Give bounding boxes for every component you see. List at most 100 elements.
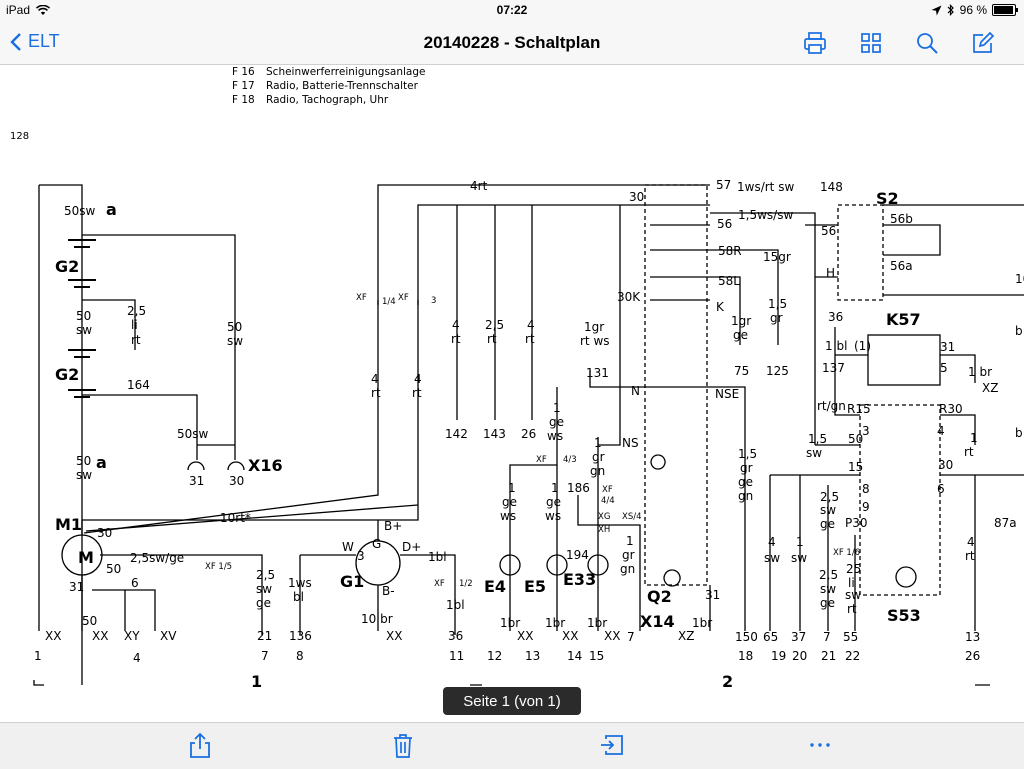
wire-label: B+	[384, 519, 402, 533]
wire-label: 8	[862, 482, 870, 496]
wire-label: G	[372, 537, 381, 551]
status-right: 96 %	[931, 3, 1018, 17]
navigation-bar: ELT 20140228 - Schaltplan	[0, 22, 1024, 65]
wire-label: R15	[847, 402, 871, 416]
wire-label: 1br	[545, 616, 565, 630]
wire-label: 50	[227, 320, 242, 334]
wire-label: B-	[382, 584, 395, 598]
status-time: 07:22	[496, 3, 528, 17]
wire-label: 13	[965, 630, 980, 644]
wire-label: R30	[939, 402, 963, 416]
wire-label: 1/2	[459, 579, 473, 589]
wire-label: 20	[792, 649, 807, 663]
wire-label: 4	[527, 318, 535, 332]
wire-label: ge	[502, 495, 517, 509]
wire-label: sw	[820, 582, 836, 596]
trash-icon[interactable]	[389, 731, 417, 759]
wire-label: 4	[414, 372, 422, 386]
wire-label: X16	[248, 456, 283, 475]
wire-label: ws	[547, 429, 563, 443]
wire-label: gn	[738, 489, 753, 503]
wire-label: XV	[160, 629, 177, 643]
battery-icon	[992, 4, 1018, 16]
wire-label: 5	[940, 361, 948, 375]
wire-label: sw	[806, 446, 822, 460]
wire-label: XF	[536, 455, 547, 465]
wire-label: 1br	[692, 616, 712, 630]
wire-label: gr	[770, 311, 783, 325]
more-icon[interactable]	[806, 731, 834, 759]
fuse-text: Scheinwerferreinigungsanlage	[266, 66, 426, 78]
edit-icon[interactable]	[970, 30, 996, 56]
wire-label: 25	[846, 562, 861, 576]
wire-label: W	[342, 540, 354, 554]
wire-label: 31	[189, 474, 204, 488]
wire-label: 194	[566, 548, 589, 562]
wire-label: 50sw	[177, 427, 209, 441]
wire-label: G2	[55, 257, 79, 276]
grid-icon[interactable]	[858, 30, 884, 56]
wire-label: 4	[452, 318, 460, 332]
wire-label: 1,5	[738, 447, 757, 461]
wire-label: ge	[733, 328, 748, 342]
wire-label: 36	[828, 310, 843, 324]
wire-label: 1/4	[382, 297, 396, 307]
wire-label: 4rt	[470, 179, 488, 193]
printer-icon[interactable]	[802, 30, 828, 56]
wire-label: rt	[965, 549, 975, 563]
wire-label: 50	[76, 309, 91, 323]
fuse-code: F 18	[232, 94, 255, 106]
wire-label: 26	[521, 427, 536, 441]
wire-label: ge	[820, 517, 835, 531]
wire-label: gr	[740, 461, 753, 475]
wire-label: XF	[356, 293, 367, 303]
wire-label: sw	[76, 323, 92, 337]
wire-label: 1,5	[768, 297, 787, 311]
wire-label: XG	[598, 512, 610, 522]
wire-label: 13	[525, 649, 540, 663]
wire-label: 136	[289, 629, 312, 643]
wire-label: bl	[293, 590, 304, 604]
wire-label: sw	[764, 551, 780, 565]
share-icon[interactable]	[186, 731, 214, 759]
wire-label: 1br	[587, 616, 607, 630]
wire-label: XF 1/5	[205, 562, 232, 572]
wire-label: 7	[627, 630, 635, 644]
page-number: 128	[10, 131, 29, 142]
wire-label: rt/gn	[817, 399, 846, 413]
wire-label: 7	[823, 630, 831, 644]
back-button[interactable]: ELT	[10, 31, 60, 52]
wire-label: 137	[822, 361, 845, 375]
wire-label: ws	[500, 509, 516, 523]
wire-label: 31	[940, 340, 955, 354]
wire-label: 58R	[718, 244, 742, 258]
status-bar: iPad 07:22 96 %	[0, 0, 1024, 22]
wire-label: 3	[357, 549, 365, 563]
wire-label: XX	[92, 629, 108, 643]
wire-label: b	[1015, 324, 1023, 338]
search-icon[interactable]	[914, 30, 940, 56]
wire-label: sw	[227, 334, 243, 348]
wire-label: XF	[434, 579, 445, 589]
fuse-code: F 16	[232, 66, 255, 78]
wire-label: K57	[886, 310, 921, 329]
wire-label: 3	[862, 424, 870, 438]
wire-label: 4	[371, 372, 379, 386]
wire-label: 12	[487, 649, 502, 663]
wire-label: 1br	[500, 616, 520, 630]
move-icon[interactable]	[598, 731, 626, 759]
wire-label: XZ	[678, 629, 694, 643]
wire-label: 30	[97, 526, 112, 540]
wire-label: 1	[626, 534, 634, 548]
wire-label: gr	[592, 450, 605, 464]
wifi-icon	[36, 4, 51, 15]
wire-label: 143	[483, 427, 506, 441]
wire-label: NS	[622, 436, 639, 450]
wire-label: XX	[386, 629, 402, 643]
wire-label: 14	[567, 649, 582, 663]
wire-label: 15gr	[763, 250, 791, 264]
wire-label: 75	[734, 364, 749, 378]
wire-label: 8	[296, 649, 304, 663]
